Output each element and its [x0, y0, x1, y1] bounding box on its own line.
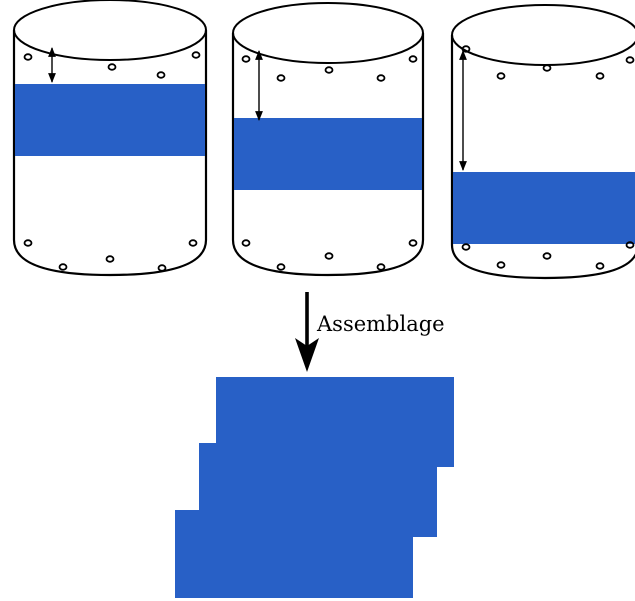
- cylinder-3-measurement-strip: [453, 172, 635, 244]
- assemblage-label: Assemblage: [316, 312, 445, 336]
- cylinder-3-bolt-holes: [461, 45, 635, 270]
- cylinder-3-body: [450, 35, 635, 280]
- cylinder-3-top-ellipse: [451, 4, 635, 66]
- cylinder-3: [450, 4, 635, 280]
- cylinder-2: [231, 2, 425, 277]
- cylinder-1-body: [12, 30, 208, 277]
- assembled-layer-3: [175, 510, 413, 598]
- cylinder-1-top-ellipse: [13, 0, 207, 61]
- cylinder-2-top-ellipse: [232, 2, 424, 64]
- cylinder-1-measurement-strip: [15, 84, 205, 156]
- cylinder-2-measurement-strip: [234, 118, 422, 190]
- cylinder-1-bolt-holes: [23, 51, 201, 272]
- assembled-stack: [175, 377, 454, 598]
- cylinder-2-bolt-holes: [241, 55, 418, 271]
- assemblage-arrow: [295, 292, 319, 372]
- cylinder-1: [12, 0, 208, 277]
- cylinder-2-body: [231, 33, 425, 277]
